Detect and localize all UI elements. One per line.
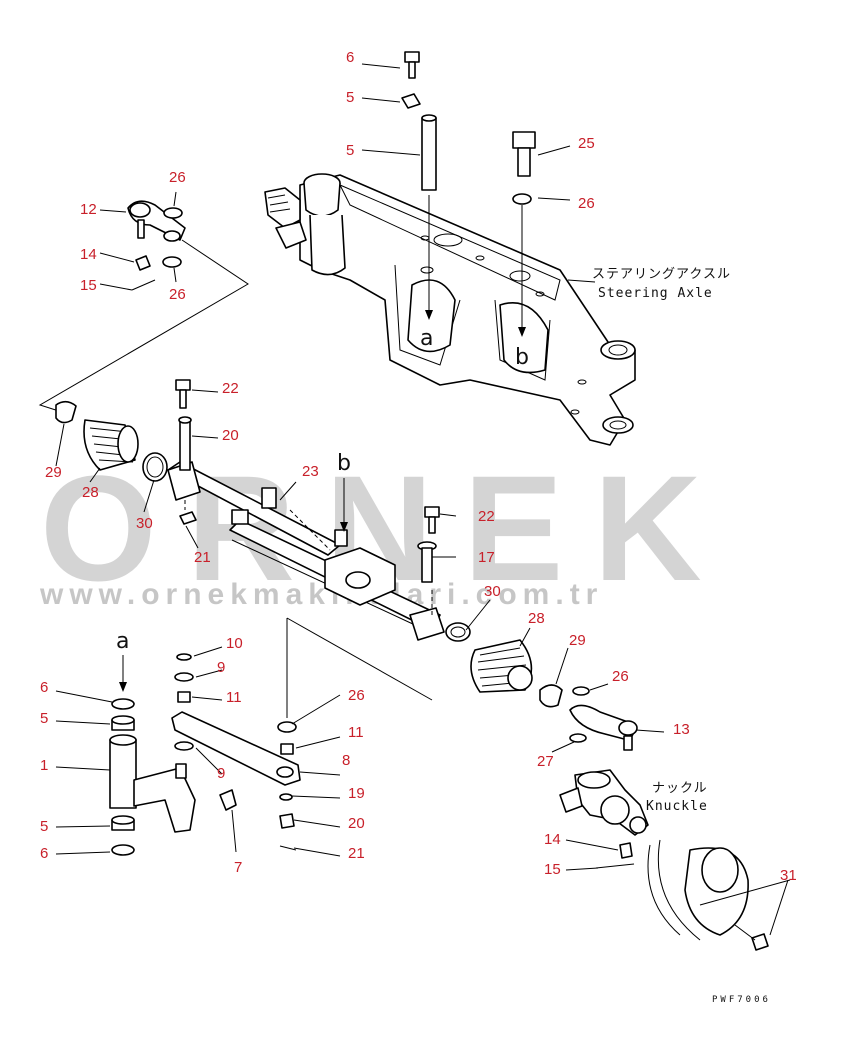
callout: 26 [169, 169, 186, 186]
link-ref-a: a [116, 629, 129, 654]
frame-ref-b: b [515, 345, 529, 370]
callout: 28 [82, 484, 99, 501]
frame-ref-a: a [420, 326, 433, 351]
callout: 9 [217, 765, 225, 782]
callout: 20 [348, 815, 365, 832]
callout: 8 [342, 752, 350, 769]
callout: 11 [348, 724, 364, 741]
callout: 10 [226, 635, 243, 652]
callout: 14 [80, 246, 97, 263]
callout: 6 [40, 845, 48, 862]
callout: 26 [612, 668, 629, 685]
callout: 30 [136, 515, 153, 532]
watermark-url: www.ornekmakinalari.com.tr [39, 578, 603, 611]
callout: 7 [234, 859, 242, 876]
callout: 11 [226, 689, 242, 706]
steering-axle-label-en: Steering Axle [598, 286, 713, 301]
callout: 9 [217, 659, 225, 676]
callout: 30 [484, 583, 501, 600]
drawing-code: PWF7006 [712, 995, 771, 1005]
callout: 31 [780, 867, 797, 884]
callout: 19 [348, 785, 365, 802]
callout: 14 [544, 831, 561, 848]
boot-right [445, 622, 563, 708]
callout: 6 [346, 49, 354, 66]
callout: 5 [346, 142, 354, 159]
callout: 26 [348, 687, 365, 704]
callout: 22 [222, 380, 239, 397]
knuckle-label-en: Knuckle [646, 799, 708, 814]
callout: 25 [578, 135, 595, 152]
steering-link: a [109, 617, 433, 856]
callout: 12 [80, 201, 97, 218]
callout: 23 [302, 463, 319, 480]
cylinder-ref-b: b [337, 451, 351, 476]
callout: 26 [169, 286, 186, 303]
callout: 15 [80, 277, 97, 294]
callout: 20 [222, 427, 239, 444]
callout: 5 [40, 818, 48, 835]
callout: 21 [348, 845, 365, 862]
callout: 21 [194, 549, 211, 566]
boot-left [55, 400, 168, 482]
callout: 27 [537, 753, 554, 770]
callout: 1 [40, 757, 48, 774]
callout: 5 [40, 710, 48, 727]
callout: 28 [528, 610, 545, 627]
callout: 5 [346, 89, 354, 106]
callout: 6 [40, 679, 48, 696]
knuckle-label-jp: ナックル [652, 781, 708, 796]
callout: 15 [544, 861, 561, 878]
callout: 29 [569, 632, 586, 649]
leader-lines [55, 63, 789, 936]
steering-axle-frame: a b ステアリングアクスル Steering Axle [264, 173, 731, 446]
callouts: 6 5 5 25 26 26 12 14 15 26 22 20 23 22 1… [40, 49, 797, 884]
callout: 29 [45, 464, 62, 481]
callout: 17 [478, 549, 495, 566]
steering-cylinder: b [167, 379, 445, 641]
tie-rod-end-right: ナックル Knuckle [559, 686, 791, 951]
steering-axle-label-jp: ステアリングアクスル [592, 267, 731, 282]
callout: 26 [578, 195, 595, 212]
callout: 13 [673, 721, 690, 738]
kingpin-parts [401, 51, 536, 337]
callout: 22 [478, 508, 495, 525]
tie-rod-end-left [38, 200, 249, 413]
